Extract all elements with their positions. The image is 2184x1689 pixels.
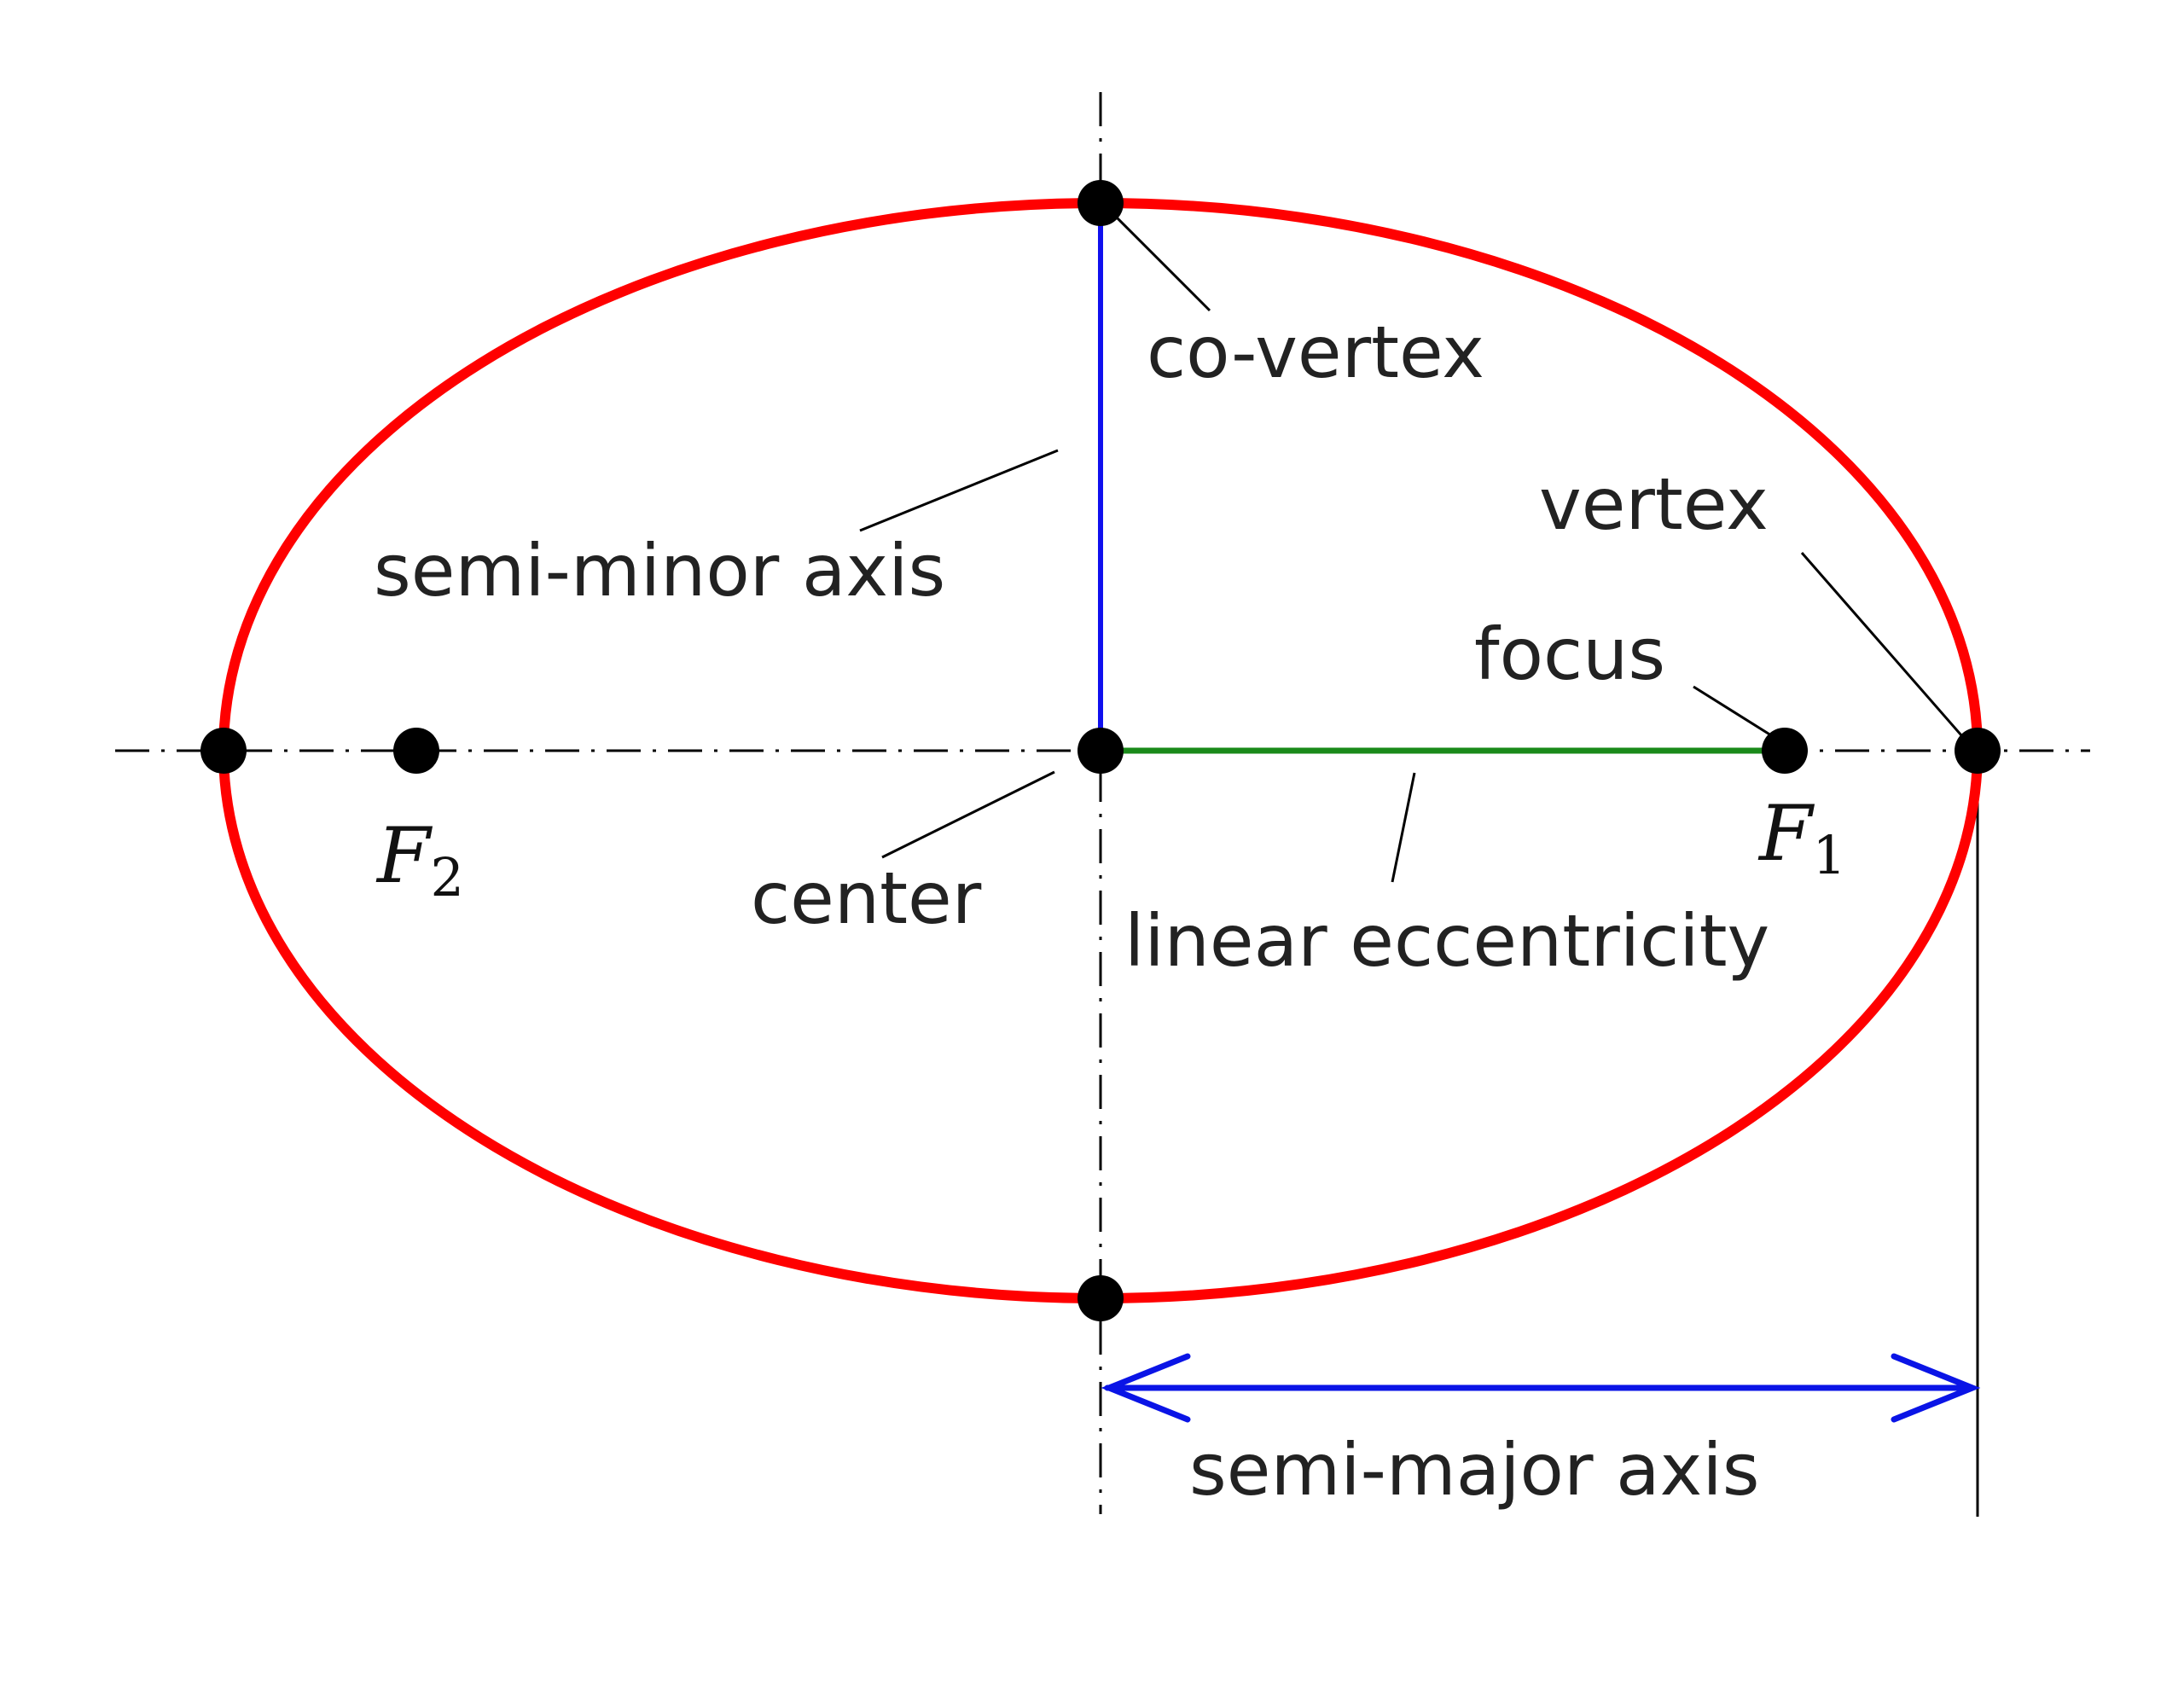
linear-eccentricity-leader <box>1391 772 1416 883</box>
focus-f2-subscript: 2 <box>430 846 463 908</box>
co-vertex-bottom-point <box>1077 1275 1124 1321</box>
co-vertex-top-point <box>1077 180 1124 226</box>
semi-major-arrowhead-right <box>1891 1353 1981 1423</box>
focus-f1-point <box>1762 728 1808 774</box>
vertex-left-point <box>200 728 247 774</box>
center-leader <box>881 770 1055 859</box>
focus-f1-subscript: 1 <box>1812 824 1845 886</box>
linear-eccentricity-label: linear eccentricity <box>1124 899 1769 983</box>
center-point <box>1077 728 1124 774</box>
vertex-leader <box>1800 552 1969 743</box>
semi-major-axis-label: semi-major axis <box>1189 1428 1759 1512</box>
semi-minor-axis-label: semi-minor axis <box>374 529 945 612</box>
semi-major-arrowhead-left <box>1101 1353 1191 1423</box>
vertex-right-point <box>1955 728 2001 774</box>
co-vertex-leader <box>1112 213 1211 312</box>
focus-f2-symbol: F <box>375 811 433 901</box>
co-vertex-label: co-vertex <box>1147 311 1484 394</box>
focus-f2-label: F2 <box>375 811 464 908</box>
focus-f2-point <box>393 728 439 774</box>
semi-major-axis-arrow <box>1101 1353 1981 1423</box>
focus-label: focus <box>1474 612 1665 696</box>
focus-leader <box>1693 685 1772 737</box>
focus-f1-label: F1 <box>1757 789 1846 886</box>
center-label: center <box>751 856 982 940</box>
focus-f1-symbol: F <box>1757 789 1815 879</box>
vertex-label: vertex <box>1539 462 1769 546</box>
semi-minor-axis-leader <box>859 449 1059 532</box>
